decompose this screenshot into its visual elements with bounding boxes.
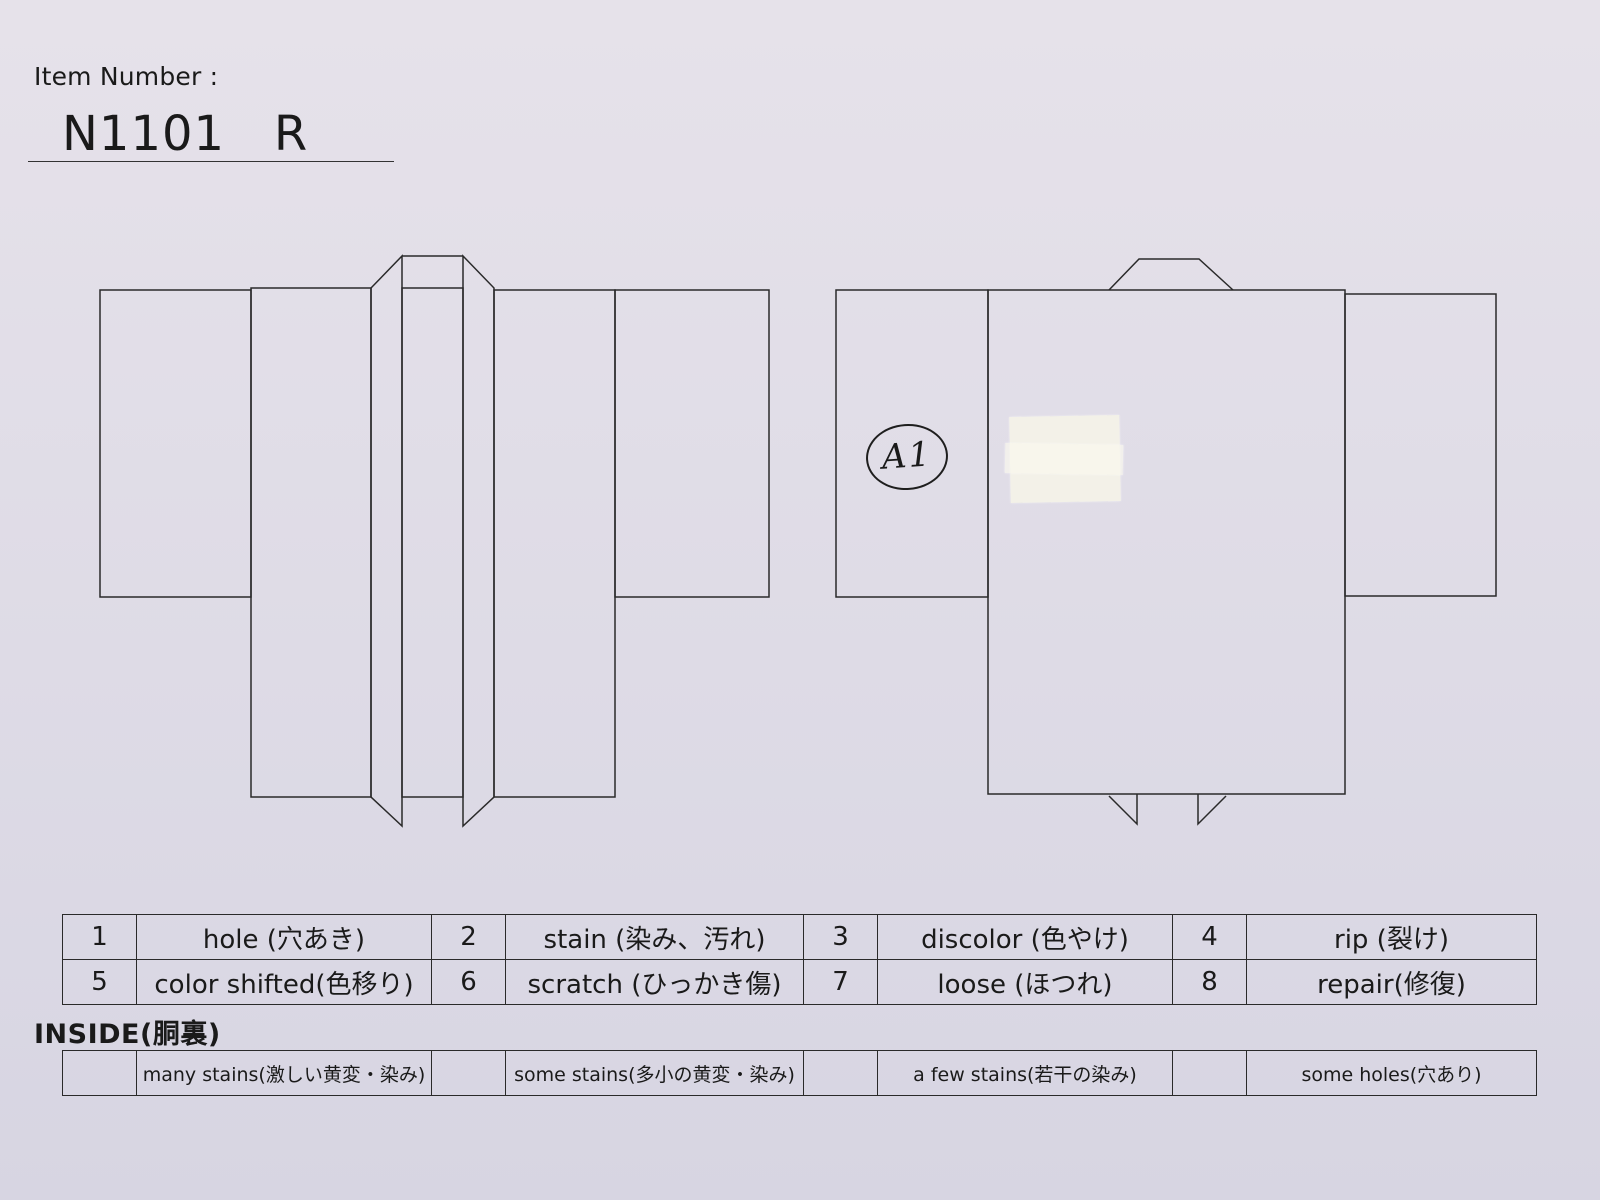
legend-number: 4 — [1172, 914, 1247, 960]
inside-option-label: a few stains(若干の染み) — [877, 1050, 1173, 1096]
front-right-panel — [493, 289, 616, 798]
legend-label: hole (穴あき) — [136, 914, 432, 960]
legend-label: scratch (ひっかき傷) — [505, 959, 804, 1005]
legend-row: 1 hole (穴あき) 2 stain (染み、汚れ) 3 discolor … — [62, 914, 1537, 960]
back-right-hem-tab — [1197, 794, 1227, 826]
inside-condition-table: many stains(激しい黄変・染み) some stains(多小の黄変・… — [62, 1050, 1537, 1096]
back-collar — [1108, 258, 1234, 291]
inside-checkbox-cell[interactable] — [1172, 1050, 1247, 1096]
defect-legend-table: 1 hole (穴あき) 2 stain (染み、汚れ) 3 discolor … — [62, 914, 1537, 1005]
front-left-panel — [250, 287, 372, 798]
legend-label: stain (染み、汚れ) — [505, 914, 804, 960]
inside-checkbox-cell[interactable] — [803, 1050, 878, 1096]
front-right-sleeve — [614, 289, 770, 598]
legend-number: 3 — [803, 914, 878, 960]
legend-number: 7 — [803, 959, 878, 1005]
inside-checkbox-cell[interactable] — [431, 1050, 506, 1096]
legend-label: loose (ほつれ) — [877, 959, 1173, 1005]
inside-option-label: some holes(穴あり) — [1246, 1050, 1537, 1096]
front-center-panel — [401, 287, 464, 798]
inside-option-label: some stains(多小の黄変・染み) — [505, 1050, 804, 1096]
inside-heading: INSIDE(胴裏) — [34, 1019, 221, 1050]
legend-number: 8 — [1172, 959, 1247, 1005]
legend-number: 1 — [62, 914, 137, 960]
front-right-collar — [462, 254, 495, 828]
legend-label: repair(修復) — [1246, 959, 1537, 1005]
item-number-label: Item Number : — [34, 62, 219, 91]
legend-number: 6 — [431, 959, 506, 1005]
back-right-sleeve — [1344, 293, 1497, 597]
legend-label: rip (裂け) — [1246, 914, 1537, 960]
inside-row: many stains(激しい黄変・染み) some stains(多小の黄変・… — [62, 1050, 1537, 1096]
tape-patch-overlap — [1004, 442, 1124, 476]
legend-number: 5 — [62, 959, 137, 1005]
legend-number: 2 — [431, 914, 506, 960]
front-left-collar — [370, 254, 403, 828]
kimono-back-diagram — [835, 258, 1497, 826]
back-left-hem-tab — [1108, 794, 1138, 826]
back-body — [987, 289, 1346, 795]
legend-label: color shifted(色移り) — [136, 959, 432, 1005]
item-number-value: N1101 R — [62, 106, 309, 162]
inside-checkbox-cell[interactable] — [62, 1050, 137, 1096]
kimono-front-diagram — [99, 254, 770, 828]
front-left-sleeve — [99, 289, 252, 598]
legend-label: discolor (色やけ) — [877, 914, 1173, 960]
inside-option-label: many stains(激しい黄変・染み) — [136, 1050, 432, 1096]
item-number-underline — [28, 161, 394, 162]
legend-row: 5 color shifted(色移り) 6 scratch (ひっかき傷) 7… — [62, 959, 1537, 1005]
